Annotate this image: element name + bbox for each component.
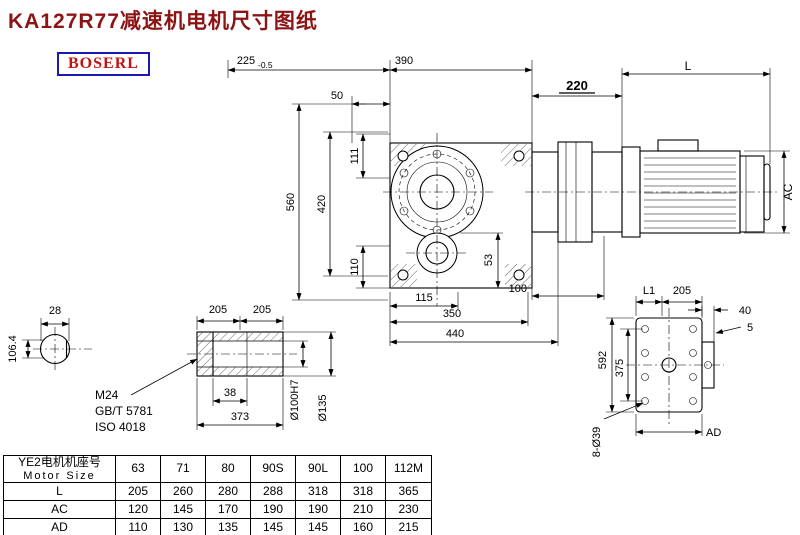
page-title: KA127R77减速机电机尺寸图纸 bbox=[8, 10, 318, 33]
table-cell: 318 bbox=[340, 482, 386, 502]
dim-110-label: 110 bbox=[349, 258, 361, 276]
dim-53-label: 53 bbox=[483, 254, 495, 266]
table-row-L: L 205 260 280 288 318 318 365 bbox=[3, 482, 432, 502]
table-cell: 318 bbox=[295, 482, 341, 502]
table-cell: 110 bbox=[115, 518, 161, 535]
shaft-section-view: 28 106.4 bbox=[7, 305, 92, 372]
dim-100H7-label: Ø100H7 bbox=[289, 380, 301, 421]
dim-420-label: 420 bbox=[316, 195, 328, 213]
table-row-AD: AD 110 130 135 145 145 160 215 bbox=[3, 518, 432, 535]
table-header-row: YE2电机机座号 Motor Size 63 71 80 90S 90L 100… bbox=[3, 454, 432, 484]
dim-220-label: 220 bbox=[566, 78, 588, 93]
table-cell: 170 bbox=[205, 500, 251, 520]
dim-AD-label: AD bbox=[706, 427, 721, 439]
dim-L-label: L bbox=[685, 59, 692, 73]
table-header-cell: 63 bbox=[115, 454, 161, 484]
table-cell: 190 bbox=[295, 500, 341, 520]
table-header-cell: 80 bbox=[205, 454, 251, 484]
dim-225-label: 225 bbox=[237, 55, 255, 67]
dim-100-label: 100 bbox=[509, 283, 527, 295]
dim-5-label: 5 bbox=[747, 322, 753, 334]
motor-ac-dimension: AC bbox=[744, 150, 795, 234]
dim-106-label: 106.4 bbox=[7, 335, 19, 363]
standard-iso-label: ISO 4018 bbox=[95, 420, 146, 434]
table-header-en: Motor Size bbox=[23, 469, 96, 482]
table-cell: 280 bbox=[205, 482, 251, 502]
table-header-cell: 90S bbox=[250, 454, 296, 484]
table-cell: 215 bbox=[385, 518, 432, 535]
dim-373-label: 373 bbox=[231, 411, 249, 423]
gearbox-front-view bbox=[383, 133, 533, 306]
table-header-motor-size: YE2电机机座号 Motor Size bbox=[3, 454, 116, 484]
table-header-cell: 100 bbox=[340, 454, 386, 484]
dim-350-label: 350 bbox=[443, 308, 461, 320]
standard-gbt-label: GB/T 5781 bbox=[95, 404, 153, 418]
dim-375-label: 375 bbox=[614, 359, 626, 377]
table-cell: 288 bbox=[250, 482, 296, 502]
rear-flange-view: L1 205 40 5 592 375 8-Ø39 AD bbox=[591, 285, 753, 457]
table-cell: 145 bbox=[250, 518, 296, 535]
dim-111-label: 111 bbox=[349, 148, 361, 165]
table-cell: 210 bbox=[340, 500, 386, 520]
left-dimensions: 560 420 111 110 bbox=[285, 103, 390, 301]
dim-38-label: 38 bbox=[224, 387, 236, 399]
table-cell: 205 bbox=[115, 482, 161, 502]
table-cell: 190 bbox=[250, 500, 296, 520]
dim-40-label: 40 bbox=[739, 305, 751, 317]
table-header-cell: 112M bbox=[385, 454, 432, 484]
dim-28-label: 28 bbox=[49, 305, 61, 317]
table-cell: 365 bbox=[385, 482, 432, 502]
table-cell: 260 bbox=[160, 482, 206, 502]
dim-AC-label: AC bbox=[781, 183, 795, 200]
table-row-AC: AC 120 145 170 190 190 210 230 bbox=[3, 500, 432, 520]
dim-205c-label: 205 bbox=[673, 285, 691, 297]
motor-side-view bbox=[525, 139, 780, 243]
table-cell: 230 bbox=[385, 500, 432, 520]
bottom-dimensions: 115 53 100 350 440 bbox=[389, 232, 605, 346]
table-cell: 145 bbox=[160, 500, 206, 520]
table-row-label: L bbox=[3, 482, 116, 502]
hollow-shaft-detail: 205 205 M24 GB/T 5781 ISO 4018 38 373 Ø1… bbox=[95, 304, 336, 434]
table-header-cell: 90L bbox=[295, 454, 341, 484]
top-dimensions: 225 -0.5 390 50 220 L bbox=[227, 55, 771, 164]
dim-L1-label: L1 bbox=[643, 285, 655, 297]
table-cell: 120 bbox=[115, 500, 161, 520]
table-cell: 145 bbox=[295, 518, 341, 535]
table-cell: 160 bbox=[340, 518, 386, 535]
table-row-label: AC bbox=[3, 500, 116, 520]
brand-logo: BOSERL bbox=[57, 52, 150, 76]
motor-size-table: YE2电机机座号 Motor Size 63 71 80 90S 90L 100… bbox=[3, 454, 432, 535]
dim-225-tolerance-label: -0.5 bbox=[258, 60, 273, 70]
dim-50-label: 50 bbox=[331, 90, 343, 102]
table-cell: 135 bbox=[205, 518, 251, 535]
dim-135-label: Ø135 bbox=[317, 395, 329, 422]
thread-M24-label: M24 bbox=[95, 388, 119, 402]
dim-592-label: 592 bbox=[597, 351, 609, 369]
dim-205b-label: 205 bbox=[253, 304, 271, 316]
dim-205a-label: 205 bbox=[209, 304, 227, 316]
table-row-label: AD bbox=[3, 518, 116, 535]
dim-8xd39-label: 8-Ø39 bbox=[591, 427, 603, 458]
table-header-cell: 71 bbox=[160, 454, 206, 484]
table-cell: 130 bbox=[160, 518, 206, 535]
dim-390-label: 390 bbox=[395, 55, 413, 67]
dim-440-label: 440 bbox=[446, 328, 464, 340]
table-header-cn: YE2电机机座号 bbox=[18, 455, 101, 469]
dim-115-label: 115 bbox=[415, 292, 433, 304]
dim-560-label: 560 bbox=[285, 193, 297, 211]
